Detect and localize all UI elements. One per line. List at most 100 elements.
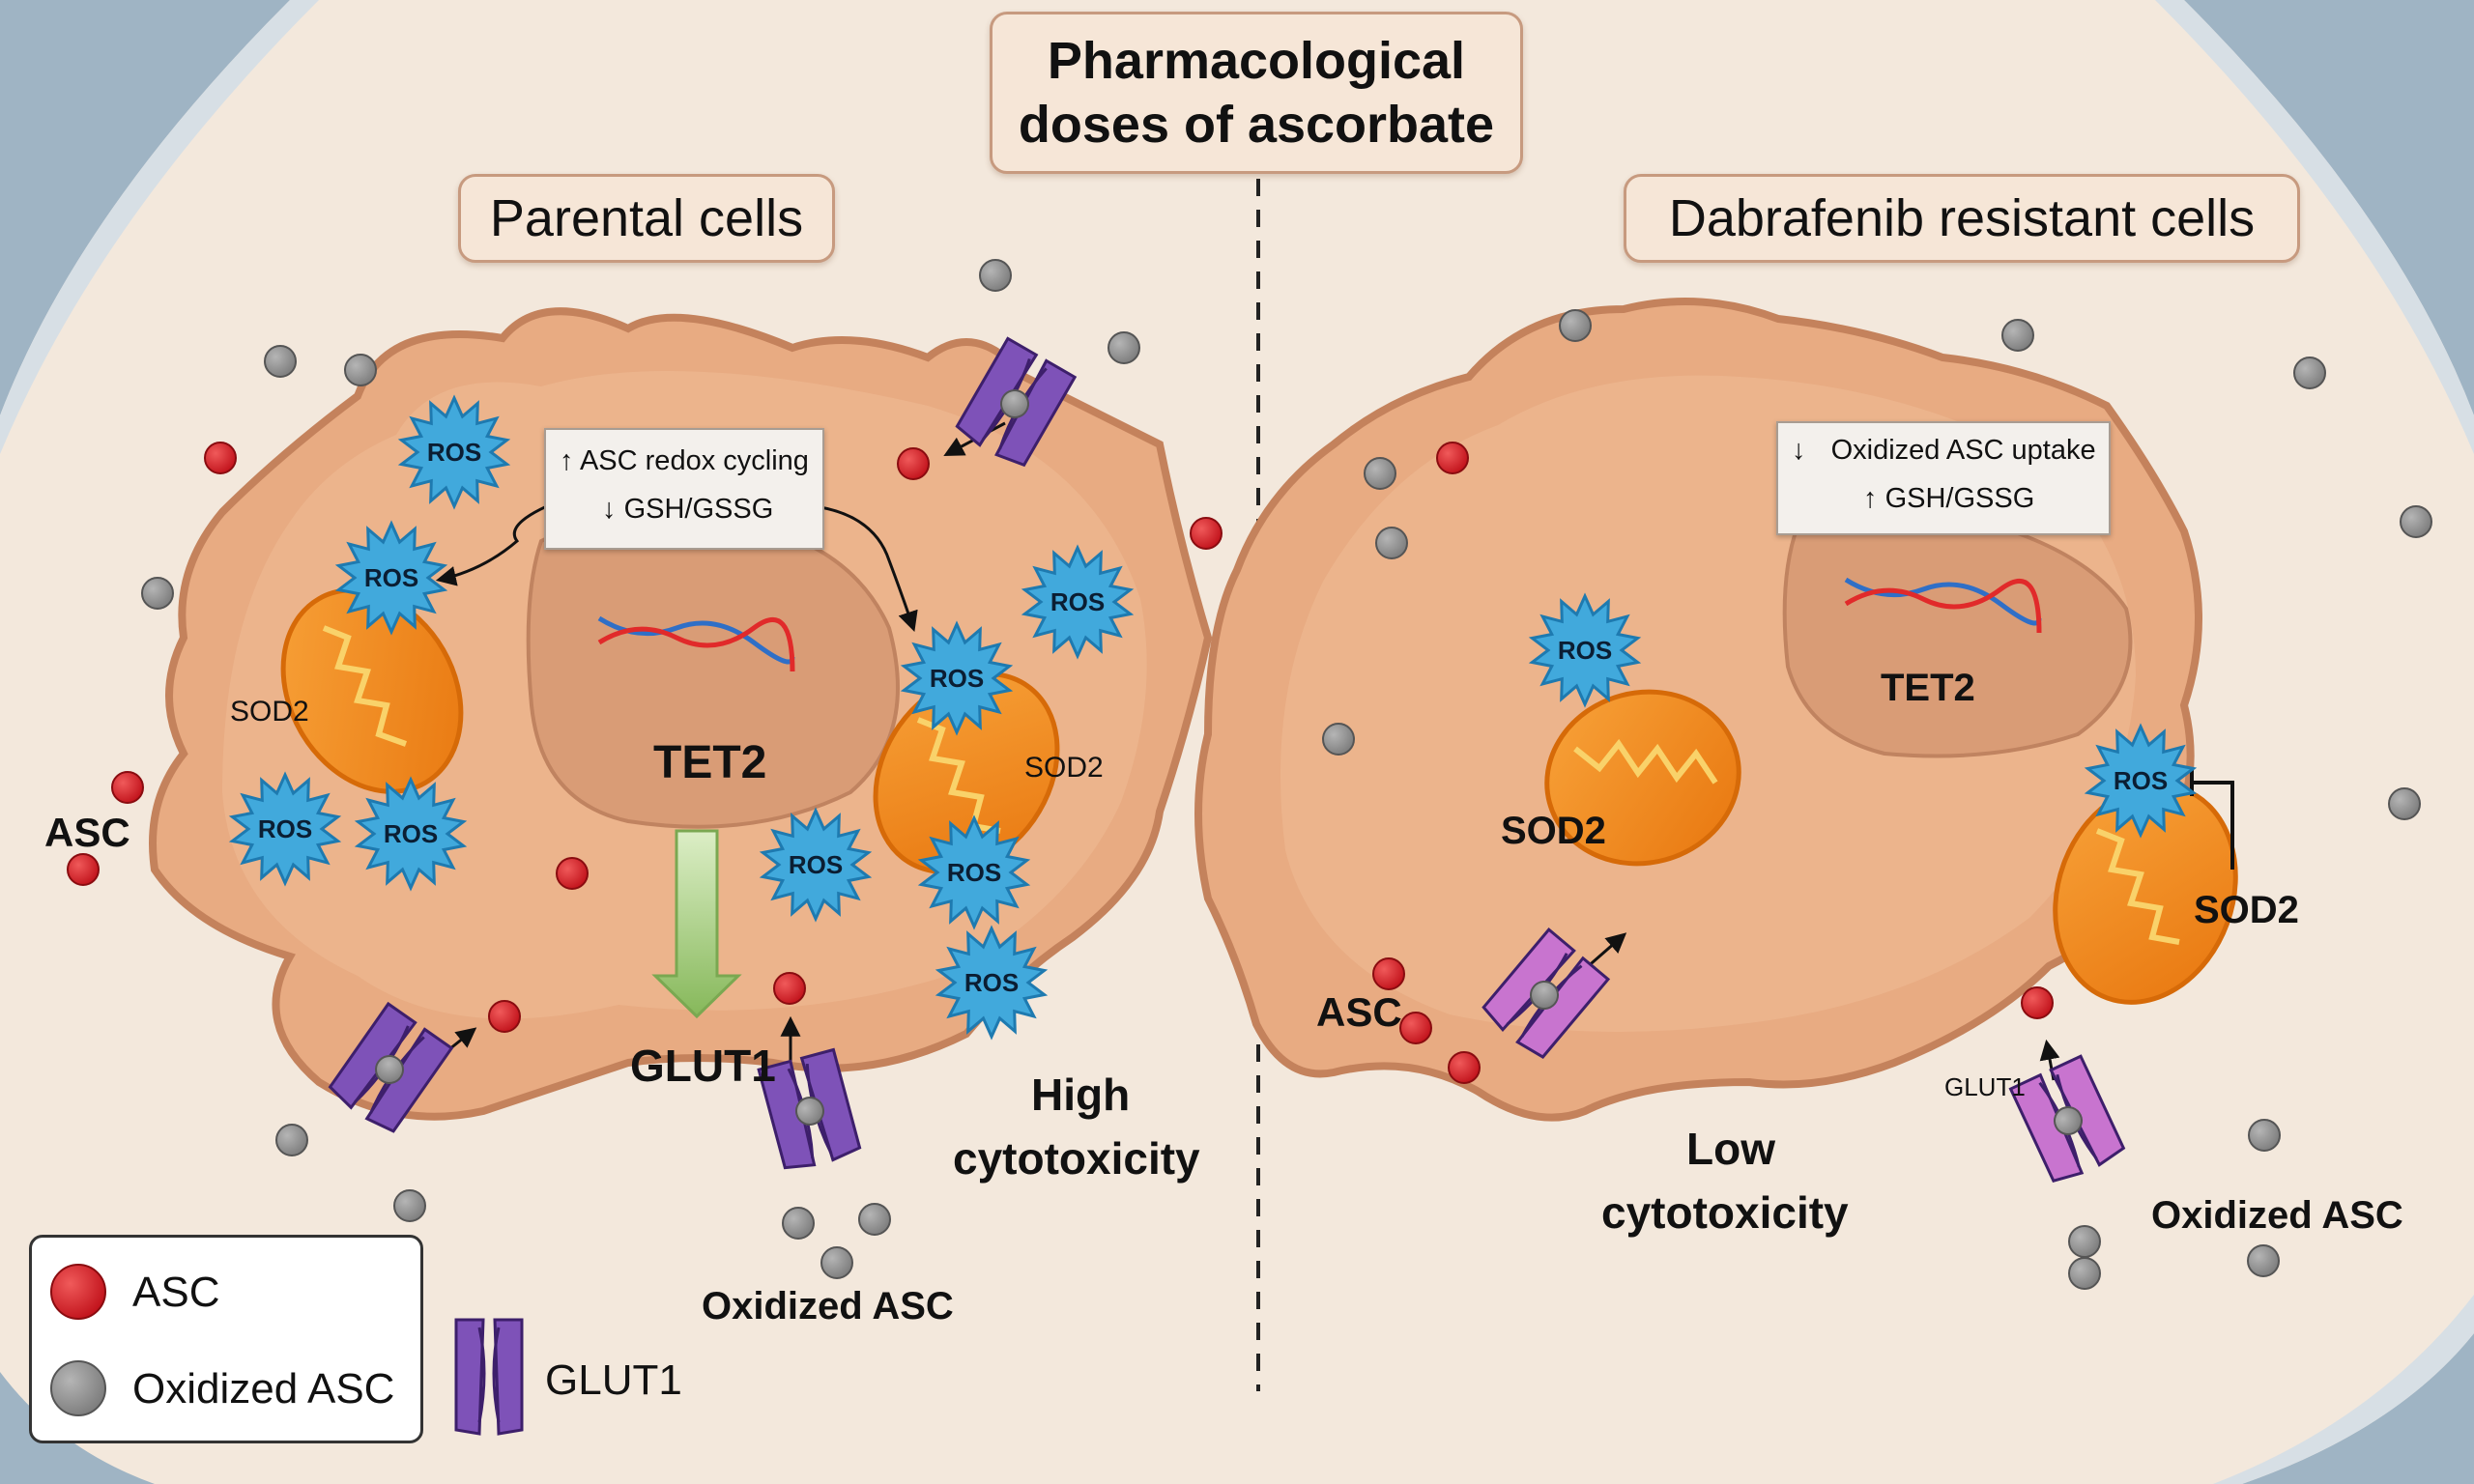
down-arrow-icon: ↓ [1792, 435, 1806, 466]
up-arrow-icon: ↑ [560, 445, 574, 476]
sod2-inhibits-ros-bracket [2192, 781, 2234, 870]
ros-label: ROS [947, 858, 1001, 887]
resistant-cells-title: Dabrafenib resistant cells [1624, 174, 2300, 263]
parental-sod2-left-label: SOD2 [230, 696, 309, 728]
resistant-info-line2: GSH/GSSG [1884, 483, 2035, 514]
glut1-transporter-icon [1482, 928, 1611, 1059]
legend-box: ASC Oxidized ASC [29, 1235, 423, 1443]
oxidized-asc-dot-icon [2248, 1119, 2281, 1152]
oxidized-asc-dot-icon [979, 259, 1012, 292]
ros-star-icon: ROS [1528, 592, 1642, 708]
parental-info-line2-row: ↓ GSH/GSSG [602, 494, 773, 526]
asc-dot-icon [1399, 1012, 1432, 1044]
ros-star-icon: ROS [900, 620, 1014, 736]
oxidized-asc-dot-icon [1322, 723, 1355, 756]
parental-info-line1: ASC redox cycling [579, 445, 809, 476]
oxidized-asc-dot-icon [2400, 505, 2432, 538]
oxidized-asc-dot-icon [1375, 527, 1408, 559]
low-cytotoxicity-line1: Low [1686, 1124, 1775, 1174]
oxidized-asc-dot-icon [858, 1203, 891, 1236]
parental-sod2-right-label: SOD2 [1024, 752, 1104, 784]
parental-dna-helix-icon [597, 615, 795, 672]
parental-oxidized-asc-label: Oxidized ASC [702, 1285, 954, 1327]
parental-info-box: ↑ ASC redox cycling ↓ GSH/GSSG [544, 428, 824, 550]
ros-star-icon: ROS [2084, 723, 2198, 839]
oxidized-asc-dot-icon [820, 1246, 853, 1279]
parental-mitochondrion-left [280, 587, 464, 794]
asc-dot-icon [556, 857, 589, 890]
legend-asc-label: ASC [132, 1269, 220, 1316]
tet2-down-arrow [651, 829, 742, 1019]
parental-glut1-label: GLUT1 [630, 1041, 776, 1091]
glut1-transporter-icon [2008, 1054, 2126, 1184]
parental-info-line1-row: ↑ ASC redox cycling [560, 445, 809, 477]
ros-star-icon: ROS [917, 814, 1031, 930]
asc-dot-icon [773, 972, 806, 1005]
ros-star-icon: ROS [228, 771, 342, 887]
parental-tet2-label: TET2 [653, 737, 767, 788]
oxidized-asc-dot-icon [393, 1189, 426, 1222]
parental-cells-title: Parental cells [458, 174, 835, 263]
ros-label: ROS [930, 664, 984, 693]
high-cytotoxicity-line2: cytotoxicity [953, 1133, 1200, 1184]
ros-label: ROS [789, 850, 843, 879]
down-arrow-icon: ↓ [602, 494, 617, 525]
ros-label: ROS [364, 563, 418, 592]
parental-asc-label: ASC [44, 810, 130, 855]
resistant-info-box: ↓ Oxidized ASC uptake ↑ GSH/GSSG [1776, 421, 2111, 535]
asc-dot-icon [488, 1000, 521, 1033]
high-cytotoxicity-line1: High [1031, 1070, 1131, 1120]
ros-star-icon: ROS [759, 807, 873, 923]
parental-mitochondrion-right [873, 671, 1060, 874]
asc-dot-icon [1448, 1051, 1481, 1084]
oxidized-asc-dot-icon [344, 354, 377, 386]
oxidized-asc-dot-icon [264, 345, 297, 378]
asc-dot-icon [1372, 957, 1405, 990]
ros-star-icon: ROS [935, 925, 1049, 1041]
oxidized-asc-dot-icon [2388, 787, 2421, 820]
glut1-transporter-icon [328, 1001, 454, 1133]
oxidized-asc-dot-icon [2068, 1225, 2101, 1258]
resistant-oxidized-asc-label: Oxidized ASC [2151, 1194, 2403, 1237]
oxidized-asc-dot-icon [1559, 309, 1592, 342]
ros-star-icon: ROS [334, 520, 448, 636]
oxidized-asc-dot-icon [275, 1124, 308, 1156]
ros-star-icon: ROS [1021, 544, 1135, 660]
main-title-line2: doses of ascorbate [1018, 96, 1495, 154]
oxidized-asc-dot-icon [2068, 1257, 2101, 1290]
asc-dot-icon [1436, 442, 1469, 474]
asc-dot-icon [67, 853, 100, 886]
ros-star-icon: ROS [354, 776, 468, 892]
oxidized-asc-dot-icon [2293, 357, 2326, 389]
oxidized-asc-dot-icon [1108, 331, 1140, 364]
oxidized-asc-dot-icon [782, 1207, 815, 1240]
oxidized-asc-dot-icon [1364, 457, 1396, 490]
asc-dot-icon [1190, 517, 1223, 550]
asc-dot-icon [897, 447, 930, 480]
main-title-line1: Pharmacological [1047, 32, 1466, 90]
oxidized-asc-dot-icon [2247, 1244, 2280, 1277]
legend-glut1-label: GLUT1 [545, 1356, 682, 1404]
asc-dot-icon [111, 771, 144, 804]
asc-dot-icon [2021, 986, 2054, 1019]
low-cytotoxicity-line2: cytotoxicity [1601, 1187, 1849, 1238]
oxidized-asc-dot-icon [141, 577, 174, 610]
ros-star-icon: ROS [397, 394, 511, 510]
glut1-transporter-icon [955, 336, 1078, 468]
ros-label: ROS [427, 438, 481, 467]
resistant-info-line1-row: ↓ Oxidized ASC uptake [1792, 435, 2096, 467]
resistant-sod2-right-label: SOD2 [2194, 889, 2299, 931]
legend-oxidized-asc-dot-icon [50, 1360, 106, 1416]
resistant-glut1-label: GLUT1 [1944, 1072, 2026, 1101]
ros-label: ROS [384, 819, 438, 848]
ros-label: ROS [964, 968, 1019, 997]
ros-arrow-left [435, 496, 569, 586]
resistant-asc-label: ASC [1316, 989, 1402, 1035]
resistant-dna-helix-icon [1844, 577, 2042, 634]
resistant-mitochondrion-left [1544, 689, 1741, 867]
resistant-tet2-label: TET2 [1881, 667, 1975, 709]
legend-oxidized-asc-label: Oxidized ASC [132, 1365, 395, 1413]
main-title-box: Pharmacological doses of ascorbate [990, 12, 1523, 174]
ros-label: ROS [1558, 636, 1612, 665]
